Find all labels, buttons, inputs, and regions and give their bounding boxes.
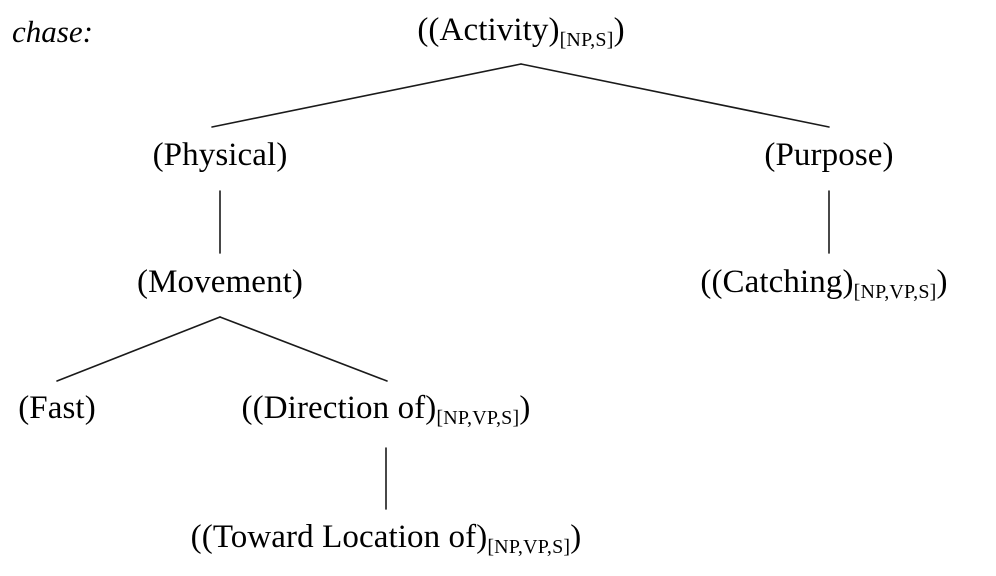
- lemma-label: chase:: [12, 14, 93, 49]
- node-catching-label: Catching: [722, 264, 843, 300]
- edge-movement-to-fast: [56, 316, 221, 382]
- node-direction-of-close-paren: ): [425, 390, 437, 426]
- node-direction-of: ((Direction of)[NP,VP,S]): [241, 390, 531, 429]
- node-physical: (Physical): [153, 139, 288, 172]
- node-direction-of-outer-close-paren: ): [519, 390, 531, 426]
- node-movement: (Movement): [137, 266, 303, 299]
- node-toward-location-of-subscript: [NP,VP,S]: [487, 536, 571, 558]
- node-toward-location-of-label: Toward Location of: [212, 519, 477, 555]
- node-movement-open-paren: (: [137, 264, 149, 300]
- edge-root-to-purpose: [520, 63, 830, 128]
- node-activity-open-paren: ((: [417, 12, 440, 48]
- node-catching-open-paren: ((: [700, 264, 723, 300]
- node-fast-open-paren: (: [18, 390, 30, 426]
- node-activity-label: Activity: [439, 12, 549, 48]
- node-movement-close-paren: ): [291, 264, 303, 300]
- node-activity: ((Activity)[NP,S]): [417, 12, 625, 51]
- node-purpose-open-paren: (: [764, 137, 776, 173]
- node-toward-location-of: ((Toward Location of)[NP,VP,S]): [190, 519, 582, 558]
- node-physical-close-paren: ): [276, 137, 288, 173]
- node-activity-outer-close-paren: ): [613, 12, 625, 48]
- edge-movement-to-direction-of: [219, 316, 388, 382]
- node-movement-label: Movement: [148, 264, 292, 300]
- node-toward-location-of-close-paren: ): [476, 519, 488, 555]
- node-purpose-close-paren: ): [882, 137, 894, 173]
- node-catching-close-paren: ): [842, 264, 854, 300]
- node-activity-close-paren: ): [548, 12, 560, 48]
- node-catching-outer-close-paren: ): [936, 264, 948, 300]
- node-physical-open-paren: (: [152, 137, 164, 173]
- node-direction-of-subscript: [NP,VP,S]: [436, 407, 520, 429]
- node-catching: ((Catching)[NP,VP,S]): [700, 264, 948, 303]
- node-direction-of-label: Direction of: [263, 390, 426, 426]
- node-activity-subscript: [NP,S]: [559, 29, 614, 51]
- node-fast-label: Fast: [29, 390, 85, 426]
- node-fast: (Fast): [18, 392, 96, 425]
- edge-root-to-physical: [211, 63, 522, 128]
- node-fast-close-paren: ): [84, 390, 96, 426]
- node-purpose: (Purpose): [764, 139, 893, 172]
- node-toward-location-of-open-paren: ((: [190, 519, 213, 555]
- node-toward-location-of-outer-close-paren: ): [570, 519, 582, 555]
- node-direction-of-open-paren: ((: [241, 390, 264, 426]
- node-purpose-label: Purpose: [775, 137, 883, 173]
- node-catching-subscript: [NP,VP,S]: [853, 281, 937, 303]
- node-physical-label: Physical: [163, 137, 277, 173]
